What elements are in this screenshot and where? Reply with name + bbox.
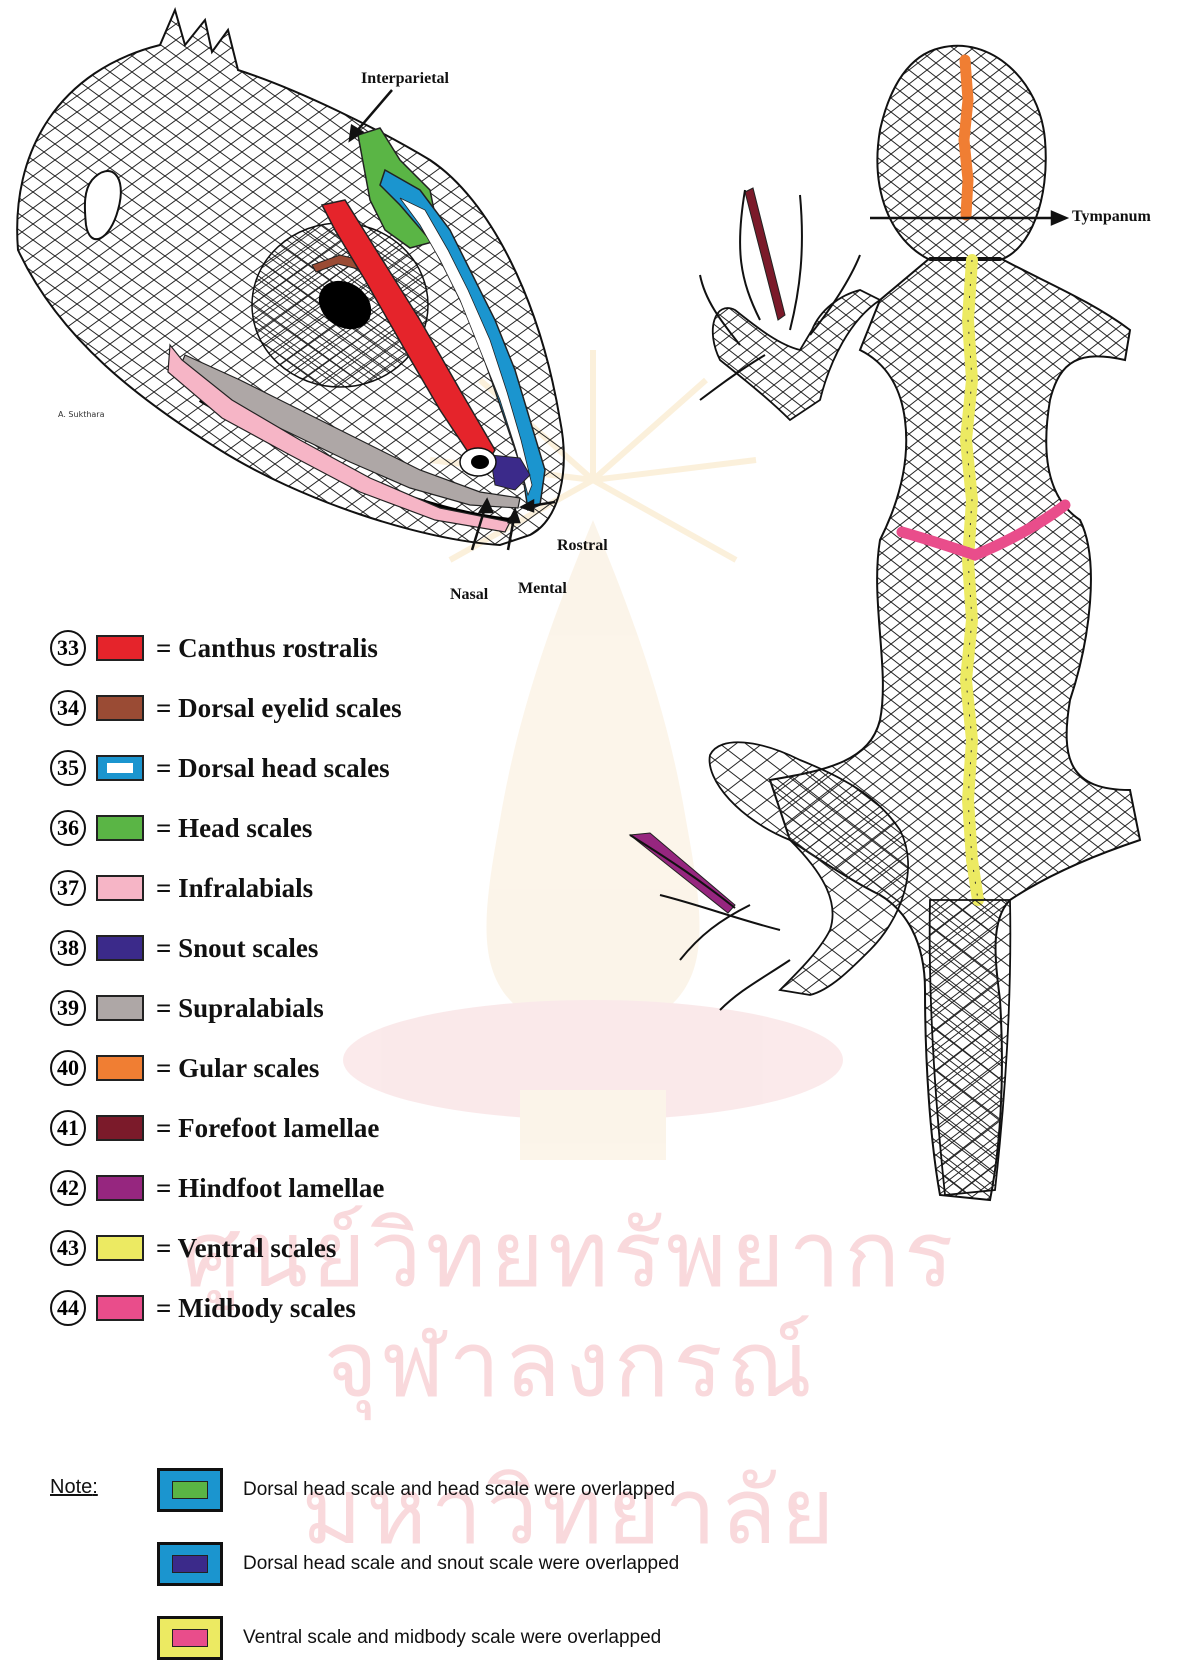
callout-nasal: Nasal	[450, 586, 488, 604]
legend-number: 37	[50, 870, 86, 906]
legend-label: = Head scales	[156, 813, 312, 844]
legend-item: 35 = Dorsal head scales	[50, 738, 550, 798]
legend-number: 42	[50, 1170, 86, 1206]
overlap-swatch	[157, 1468, 223, 1512]
legend-label: = Infralabials	[156, 873, 313, 904]
legend-item: 33 = Canthus rostralis	[50, 618, 550, 678]
legend-item: 39 = Supralabials	[50, 978, 550, 1038]
legend-label: = Midbody scales	[156, 1293, 356, 1324]
gular-scales	[964, 60, 968, 215]
legend-item: 38 = Snout scales	[50, 918, 550, 978]
legend-swatch	[96, 875, 144, 901]
legend-item: 34 = Dorsal eyelid scales	[50, 678, 550, 738]
legend-number: 34	[50, 690, 86, 726]
legend-item: 40 = Gular scales	[50, 1038, 550, 1098]
scale-color-legend: 33 = Canthus rostralis 34 = Dorsal eyelid s…	[50, 618, 550, 1338]
legend-swatch	[96, 1175, 144, 1201]
legend-swatch	[96, 1115, 144, 1141]
legend-label: = Snout scales	[156, 933, 318, 964]
legend-swatch	[96, 935, 144, 961]
legend-number: 40	[50, 1050, 86, 1086]
legend-item: 44 = Midbody scales	[50, 1278, 550, 1338]
legend-label: = Canthus rostralis	[156, 633, 378, 664]
forelimb	[713, 290, 880, 420]
note-item-text: Dorsal head scale and snout scale were o…	[243, 1553, 679, 1575]
note-item: Ventral scale and midbody scale were ove…	[157, 1612, 661, 1664]
legend-label: = Dorsal head scales	[156, 753, 390, 784]
legend-number: 44	[50, 1290, 86, 1326]
legend-swatch	[96, 815, 144, 841]
legend-item: 41 = Forefoot lamellae	[50, 1098, 550, 1158]
note-item-text: Ventral scale and midbody scale were ove…	[243, 1627, 661, 1649]
legend-item: 42 = Hindfoot lamellae	[50, 1158, 550, 1218]
overlap-swatch	[157, 1542, 223, 1586]
legend-label: = Hindfoot lamellae	[156, 1173, 384, 1204]
legend-label: = Gular scales	[156, 1053, 319, 1084]
legend-swatch	[96, 695, 144, 721]
legend-number: 36	[50, 810, 86, 846]
callout-rostral: Rostral	[557, 537, 608, 555]
note-title: Note:	[50, 1476, 98, 1499]
note-item: Dorsal head scale and head scale were ov…	[157, 1464, 675, 1516]
note-item-text: Dorsal head scale and head scale were ov…	[243, 1479, 675, 1501]
legend-number: 38	[50, 930, 86, 966]
artist-signature: A. Sukthara	[58, 410, 105, 419]
legend-number: 43	[50, 1230, 86, 1266]
legend-swatch	[96, 1295, 144, 1321]
callout-interparietal: Interparietal	[361, 70, 449, 88]
callout-tympanum: Tympanum	[1072, 208, 1151, 226]
legend-number: 39	[50, 990, 86, 1026]
legend-swatch	[96, 1055, 144, 1081]
tail	[930, 900, 1011, 1195]
legend-label: = Forefoot lamellae	[156, 1113, 379, 1144]
legend-label: = Supralabials	[156, 993, 324, 1024]
legend-label: = Dorsal eyelid scales	[156, 693, 402, 724]
legend-swatch	[96, 995, 144, 1021]
legend-item: 43 = Ventral scales	[50, 1218, 550, 1278]
legend-swatch	[96, 635, 144, 661]
legend-number: 35	[50, 750, 86, 786]
legend-label: = Ventral scales	[156, 1233, 336, 1264]
legend-number: 41	[50, 1110, 86, 1146]
overlap-swatch	[157, 1616, 223, 1660]
legend-number: 33	[50, 630, 86, 666]
legend-swatch	[96, 755, 144, 781]
legend-item: 36 = Head scales	[50, 798, 550, 858]
callout-mental: Mental	[518, 580, 567, 598]
note-item: Dorsal head scale and snout scale were o…	[157, 1538, 679, 1590]
legend-swatch	[96, 1235, 144, 1261]
legend-item: 37 = Infralabials	[50, 858, 550, 918]
